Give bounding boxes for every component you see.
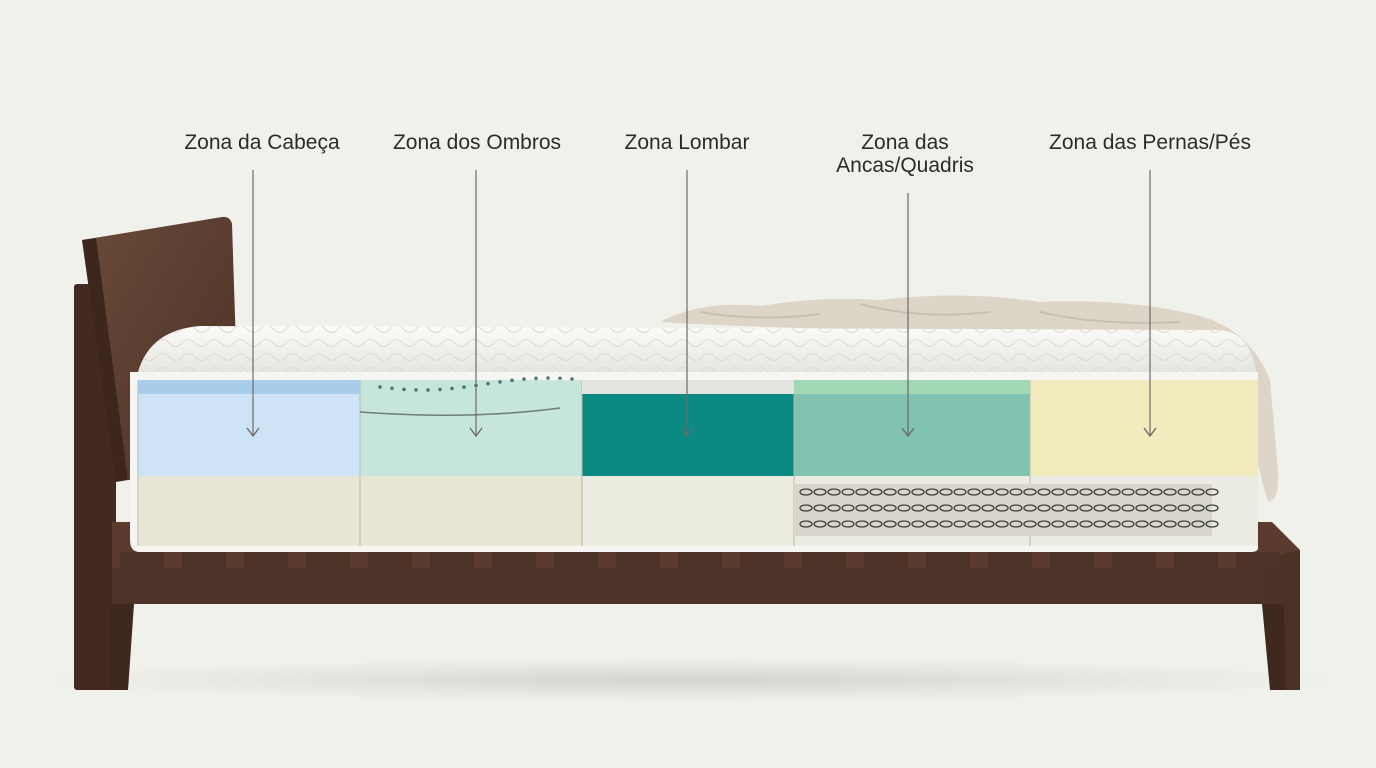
slat [864,552,908,568]
zone-label-hips-line2: Ancas/Quadris [836,154,974,177]
arrow-down-icon [680,427,694,438]
slat [616,552,660,568]
arrow-down-icon [469,427,483,438]
gel-bubbles [378,376,574,392]
slat [926,552,970,568]
zone-label-shoulders: Zona dos Ombros [392,131,562,154]
slat [678,552,722,568]
slat [492,552,536,568]
slat [1112,552,1156,568]
arrow-down-icon [901,427,915,438]
zone-top-layer-hips [794,380,1030,476]
zone-label-hips-line1: Zona das [861,131,949,154]
zone-top-layer-shoulders [360,380,582,476]
zone-base-layer-lumbar [582,476,794,546]
zone-label-head: Zona da Cabeça [184,131,340,154]
slat [802,552,846,568]
bed-slats [120,552,1280,568]
slat [1236,552,1280,568]
slat [244,552,288,568]
spring-coil-icon [794,484,1219,536]
mattress [130,326,1258,552]
zone-top-layer-head [138,380,360,476]
slat [740,552,784,568]
slat [368,552,412,568]
zone-label-lumbar: Zona Lombar [624,131,750,154]
slat [182,552,226,568]
slat [306,552,350,568]
zone-label-legs: Zona das Pernas/Pés [1049,131,1251,154]
slat [120,552,164,568]
arrow-down-icon [246,427,260,438]
leader-lines [246,170,1157,438]
arrow-down-icon [1143,427,1157,438]
blanket [660,295,1279,502]
zone-label-hips: Zona das Ancas/Quadris [836,131,974,177]
slat [1050,552,1094,568]
zone-base-layer-shoulders [360,476,582,546]
slat [430,552,474,568]
slat [988,552,1032,568]
slat [1174,552,1218,568]
zone-base-layer-head [138,476,360,546]
slat [554,552,598,568]
